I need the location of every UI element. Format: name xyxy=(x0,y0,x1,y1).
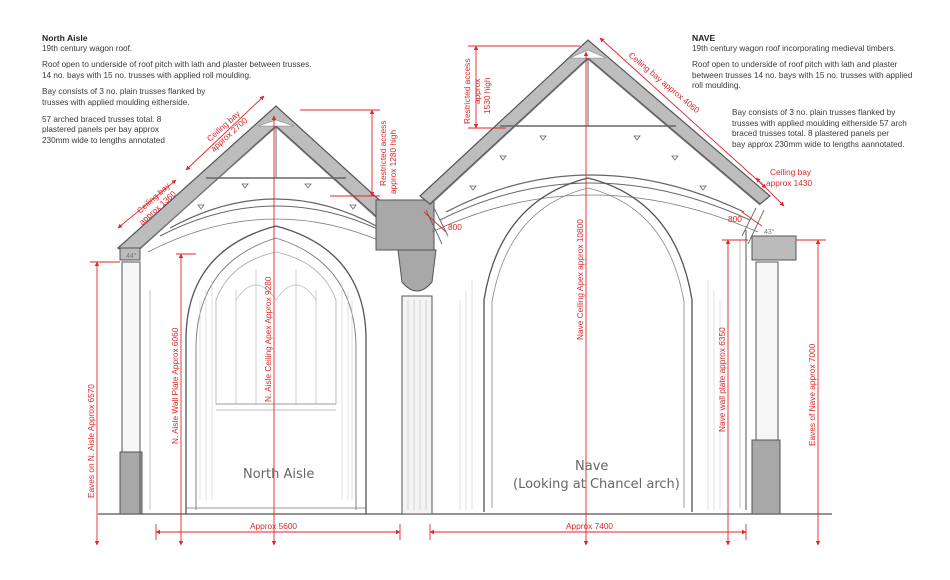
label-nave: Nave xyxy=(575,459,608,474)
label-nave-sub: (Looking at Chancel arch) xyxy=(513,477,680,492)
label-north-aisle: North Aisle xyxy=(243,467,314,482)
dim-north-wall-plate: N. Aisle Wall Plate Approx 6060 xyxy=(170,327,180,444)
dim-eaves-nave: Eaves of Nave approx 7000 xyxy=(807,343,817,446)
svg-text:Restricted access: Restricted access xyxy=(378,121,388,186)
dim-ceiling-bay-1430: Ceiling bay approx 1430 xyxy=(766,167,813,188)
svg-text:Ceiling bay: Ceiling bay xyxy=(770,167,812,177)
north-aisle-notes-para2: Bay consists of 3 no. plain trusses flan… xyxy=(42,87,206,107)
dim-width-north: Approx 5600 xyxy=(250,521,297,531)
dim-eaves-north: Eaves on N. Aisle Approx 6570 xyxy=(86,384,96,498)
angle-right: 43° xyxy=(764,228,775,236)
north-aisle-notes-subtitle: 19th century wagon roof. xyxy=(42,43,133,53)
north-aisle-notes-title: North Aisle xyxy=(42,33,88,43)
centre-pier xyxy=(375,199,437,515)
dim-800-left: 800 xyxy=(448,222,462,232)
nave-notes-subtitle: 19th century wagon roof incorporating me… xyxy=(692,43,896,53)
dim-restricted-1280: Restricted access approx 1280 high xyxy=(378,121,398,194)
dimension-lines xyxy=(90,37,826,546)
dim-nave-wall-plate: Nave wall plate approx 6350 xyxy=(717,327,727,432)
angle-left: 44° xyxy=(126,252,137,260)
nave-roof xyxy=(419,39,771,245)
svg-text:approx 1280 high: approx 1280 high xyxy=(388,129,398,194)
svg-text:approx: approx xyxy=(472,78,482,104)
svg-text:1530 high: 1530 high xyxy=(482,77,492,114)
dim-restricted-1530: Restricted access approx 1530 high xyxy=(462,59,492,124)
nave-notes-para2: Bay consists of 3 no. plain trusses flan… xyxy=(732,108,907,149)
svg-text:Restricted access: Restricted access xyxy=(462,59,472,124)
nave-right-wall xyxy=(739,230,797,515)
dim-nave-ceiling-apex: Nave Ceiling Apex approx 10800 xyxy=(575,219,585,340)
dim-north-ceiling-apex: N. Aisle Ceiling Apex Approx 9280 xyxy=(263,276,273,402)
svg-text:approx 1430: approx 1430 xyxy=(766,178,813,188)
north-aisle-notes-para1: Roof open to underside of roof pitch wit… xyxy=(42,60,312,80)
north-aisle-wall xyxy=(119,247,151,515)
north-aisle-notes: North Aisle 19th century wagon roof. Roo… xyxy=(42,33,332,152)
dim-width-nave: Approx 7400 xyxy=(566,521,613,531)
dim-800-right: 800 xyxy=(728,214,742,224)
